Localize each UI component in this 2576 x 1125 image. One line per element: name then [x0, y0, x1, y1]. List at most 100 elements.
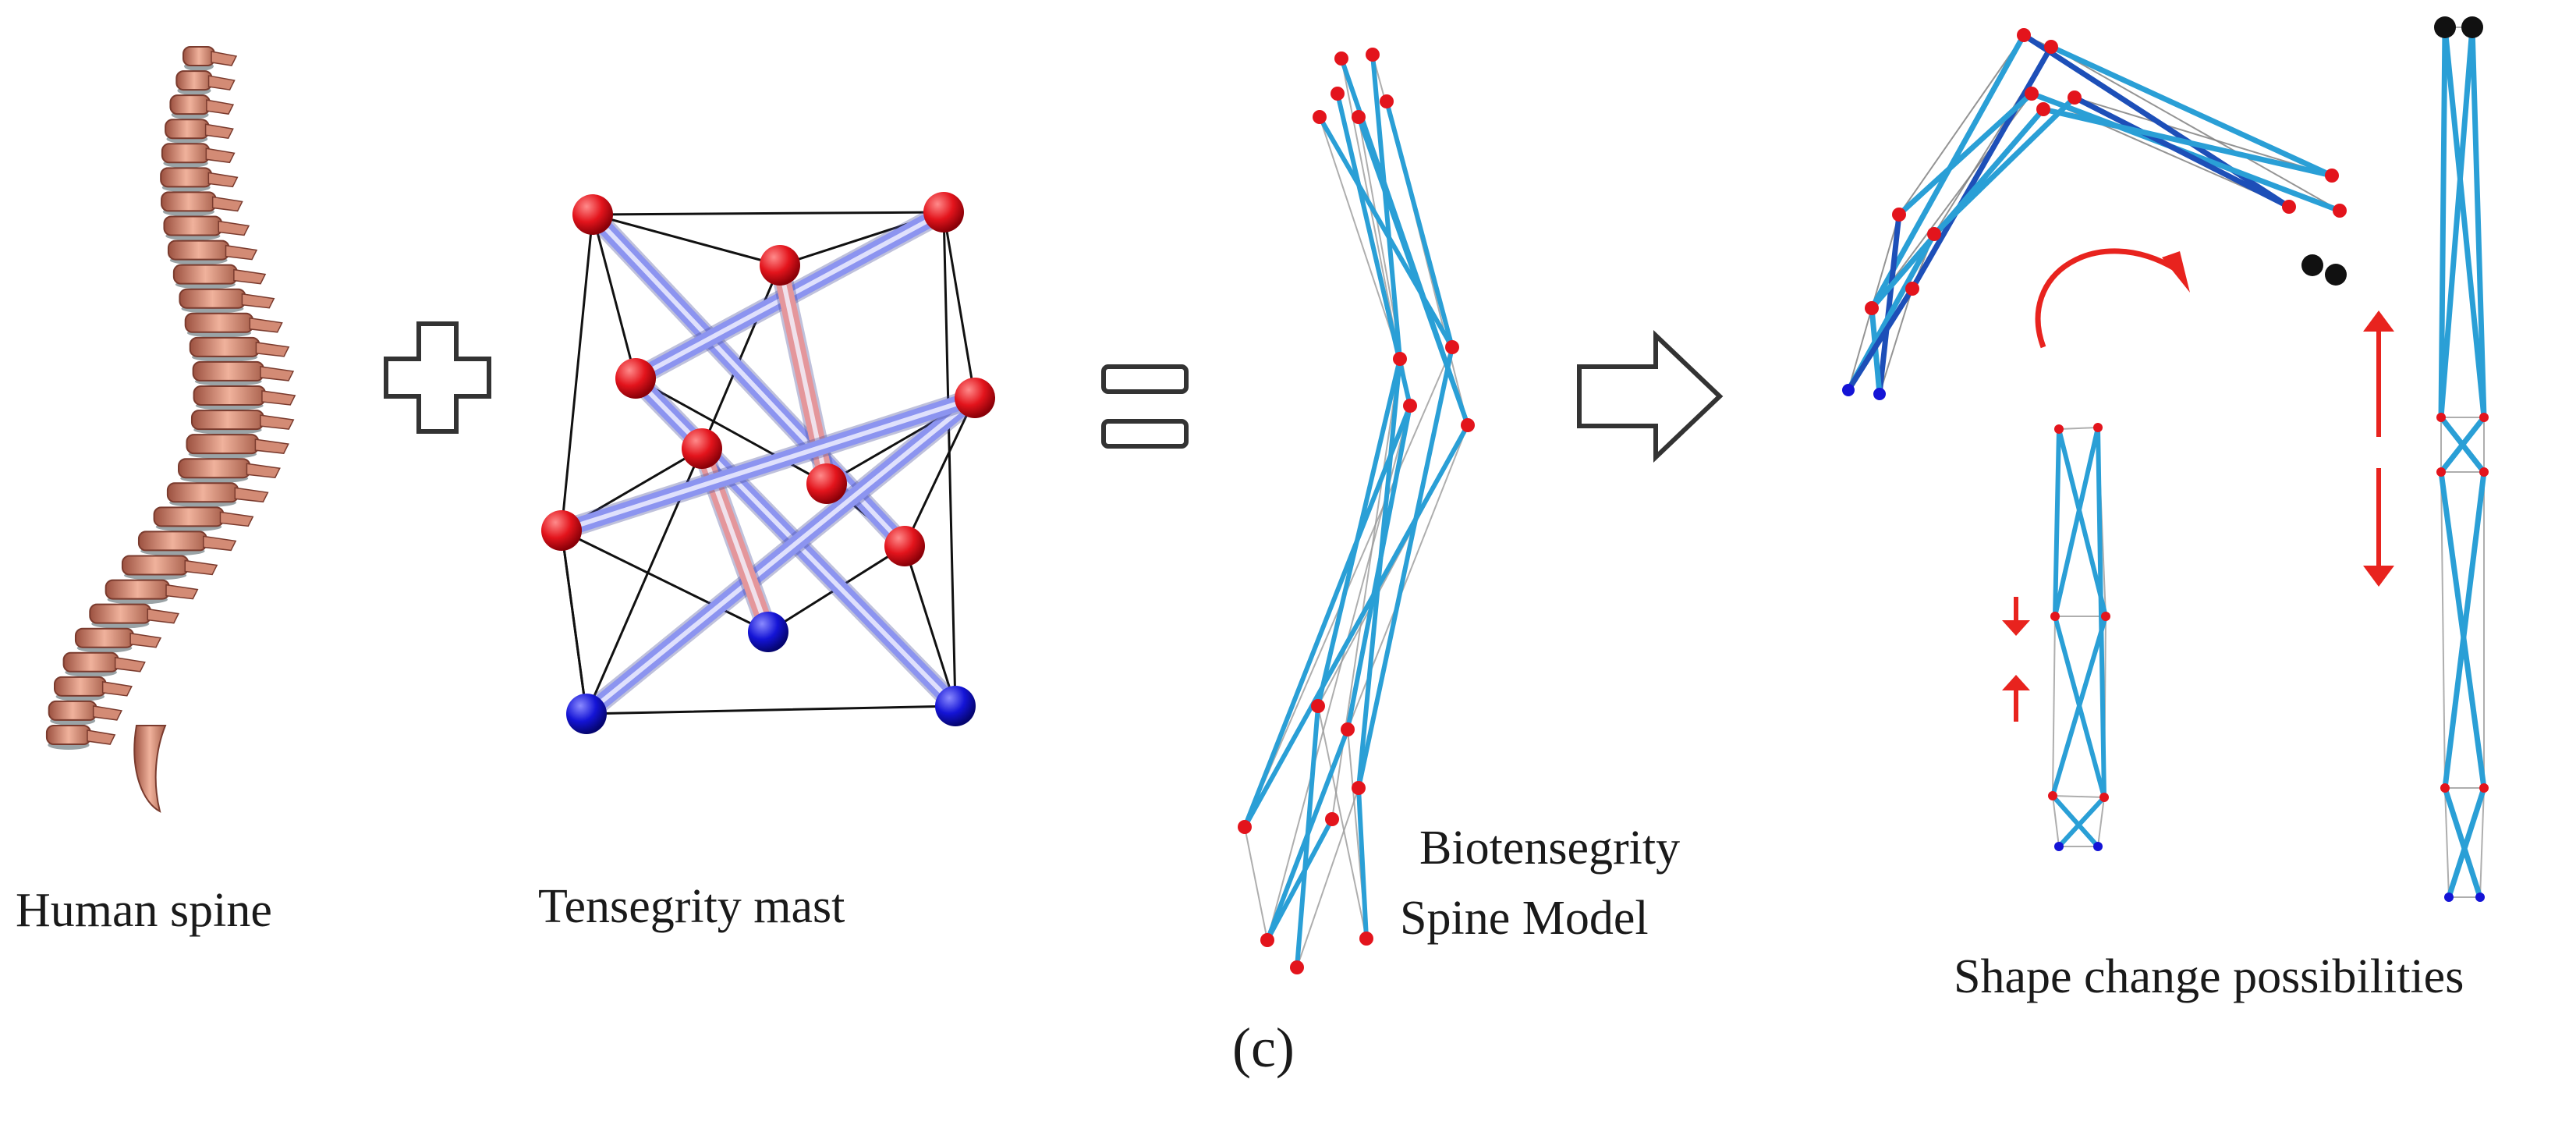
- vertebra: [48, 700, 97, 721]
- cable: [560, 529, 770, 633]
- spinous-process: [249, 317, 283, 333]
- red-node: [682, 428, 722, 469]
- vertebra: [169, 94, 211, 115]
- equals-sign-icon: [1101, 364, 1189, 449]
- spinous-process: [233, 268, 267, 285]
- tensegrity-mast-illustration: [541, 192, 995, 734]
- red-node: [2440, 783, 2450, 793]
- red-node: [1366, 48, 1380, 62]
- red-node: [1311, 699, 1325, 713]
- red-node: [2436, 413, 2446, 422]
- strut: [1356, 345, 1455, 790]
- red-node: [1927, 227, 1941, 241]
- strut: [2438, 24, 2448, 421]
- strut: [2053, 425, 2100, 619]
- cable: [2440, 471, 2446, 789]
- strut: [1384, 99, 1455, 350]
- spinous-process: [211, 196, 243, 212]
- red-node: [541, 510, 582, 551]
- vertebra: [89, 603, 152, 624]
- strut: [2021, 32, 2292, 210]
- strut-highlight: [584, 396, 977, 716]
- panel-label: (c): [1232, 1017, 1295, 1079]
- tensegrity-mast-label: Tensegrity mast: [538, 880, 845, 933]
- bent-configuration: [1842, 28, 2347, 400]
- strut: [2096, 425, 2107, 800]
- strut: [2050, 614, 2108, 798]
- spinous-process: [241, 293, 275, 309]
- strut: [1356, 357, 1402, 790]
- strut: [2057, 427, 2108, 619]
- cable: [2097, 797, 2105, 847]
- strut: [2048, 44, 2335, 179]
- spinous-process: [207, 75, 236, 90]
- strut: [2446, 785, 2487, 900]
- cable: [2074, 97, 2333, 176]
- cable: [2479, 787, 2485, 898]
- shape-change-label: Shape change possibilities: [1954, 950, 2464, 1003]
- strut: [1896, 90, 2035, 218]
- blue-node: [566, 694, 607, 734]
- red-node: [1352, 781, 1366, 795]
- cable: [560, 213, 594, 532]
- right-arrow-icon: [1577, 330, 1724, 463]
- red-node: [1403, 399, 1417, 413]
- spinous-process: [225, 244, 258, 261]
- red-node: [760, 245, 800, 286]
- vertebra: [192, 360, 264, 382]
- biotensegrity-label-line1: Biotensegrity: [1419, 822, 1681, 875]
- red-node: [1238, 820, 1252, 834]
- vertebra: [186, 434, 260, 455]
- cable: [2050, 46, 2340, 211]
- biotensegrity-label-line2: Spine Model: [1400, 892, 1649, 945]
- red-node: [615, 358, 656, 399]
- red-node: [1865, 301, 1879, 315]
- vertebra: [165, 119, 210, 140]
- spinous-process: [92, 705, 122, 721]
- red-node: [923, 192, 964, 232]
- spinous-process: [260, 366, 295, 382]
- human-spine-illustration: [45, 46, 296, 813]
- spinous-process: [147, 608, 180, 624]
- coccyx: [133, 725, 167, 813]
- cable: [2444, 787, 2450, 898]
- human-spine-label: Human spine: [16, 884, 272, 937]
- strut-highlight: [559, 396, 977, 533]
- vertebra: [178, 458, 251, 479]
- red-node: [572, 194, 613, 235]
- red-node: [884, 526, 925, 566]
- spinous-process: [207, 172, 239, 188]
- strut: [2438, 414, 2487, 475]
- red-node: [2093, 423, 2103, 432]
- vertebra: [161, 191, 217, 212]
- blue-node: [2475, 893, 2485, 902]
- red-node: [1905, 282, 1919, 296]
- red-node: [2479, 467, 2489, 477]
- strut: [2442, 785, 2483, 900]
- cable: [1871, 214, 1900, 309]
- red-node: [1892, 208, 1906, 222]
- red-node: [1380, 94, 1394, 108]
- vertebra: [166, 482, 239, 503]
- cable: [591, 213, 781, 267]
- spinous-process: [218, 220, 250, 236]
- cable: [2052, 795, 2105, 798]
- cable: [942, 211, 976, 399]
- strut: [2050, 793, 2100, 849]
- cable: [2058, 427, 2099, 430]
- vertebra: [184, 312, 254, 333]
- extend-arrows-icon: [2363, 311, 2394, 587]
- spinous-process: [205, 147, 236, 164]
- cable: [560, 529, 588, 715]
- red-node: [1334, 51, 1348, 66]
- strut: [2442, 469, 2487, 791]
- vertebra: [121, 555, 190, 576]
- red-node: [2044, 40, 2058, 54]
- red-node: [2048, 791, 2057, 800]
- spinous-process: [261, 390, 296, 406]
- red-node: [2036, 102, 2050, 116]
- strut: [1265, 817, 1334, 942]
- vertebra: [193, 385, 266, 406]
- red-node: [1325, 812, 1339, 826]
- vertebra: [62, 651, 119, 673]
